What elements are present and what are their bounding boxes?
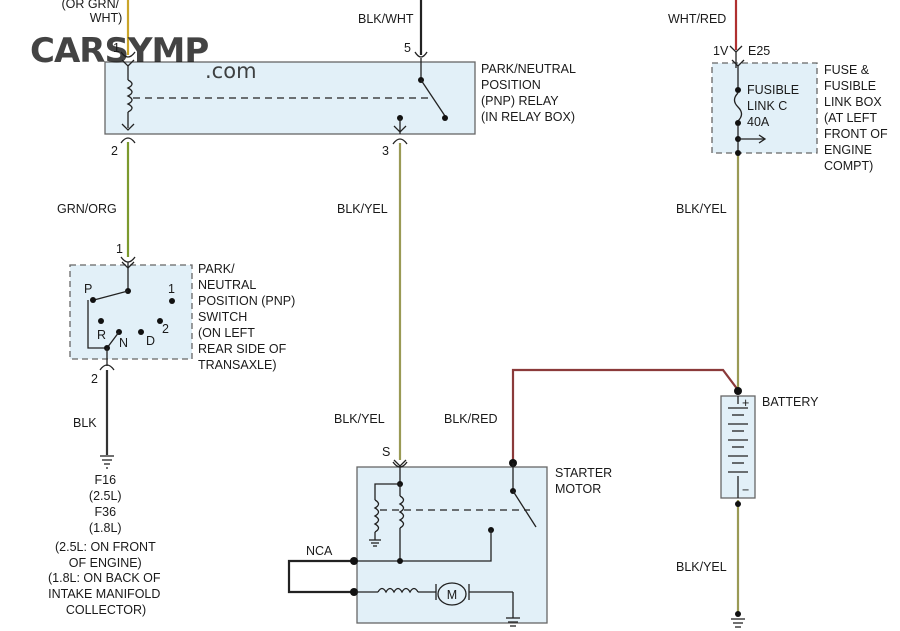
fuse-box-label: FUSE & FUSIBLE LINK BOX (AT LEFT FRONT O…: [824, 63, 891, 173]
battery-plus: +: [742, 396, 749, 410]
wht-red-wire-label: WHT/RED: [668, 12, 726, 26]
starter-terminal-s: S: [382, 445, 390, 459]
blk-wire-label: BLK: [73, 416, 97, 430]
wire-blk-red: [511, 368, 739, 462]
starter-solenoid: [369, 459, 408, 561]
relay-pin-2-label: 2: [111, 144, 118, 158]
relay-pin-2-connector: [120, 137, 136, 144]
fuse-pin-e25-label: E25: [748, 44, 770, 58]
blk-yel-relay-wire-label: BLK/YEL: [337, 202, 388, 216]
pnp-relay-label: PARK/NEUTRAL POSITION (PNP) RELAY (IN RE…: [481, 62, 579, 124]
battery-negative-node: [735, 501, 741, 507]
starter-main-contacts: [350, 459, 537, 565]
relay-top-wire-label: (OR GRN/ WHT): [61, 0, 122, 25]
carsymp-watermark-logo: CARSYMP .com: [30, 31, 257, 83]
grn-org-wire-label: GRN/ORG: [57, 202, 117, 216]
starter-motor-label: STARTER MOTOR: [555, 466, 616, 496]
pnp-position-1: 1: [168, 282, 175, 296]
pnp-switch-label: PARK/ NEUTRAL POSITION (PNP) SWITCH (ON …: [198, 262, 299, 372]
pnp-position-2: 2: [162, 322, 169, 336]
svg-text:CARSYMP: CARSYMP: [30, 31, 208, 71]
pnp-switch-pin-1-label: 1: [116, 242, 123, 256]
nca-wire-label: NCA: [306, 544, 333, 558]
blk-yel-fuse-wire-label: BLK/YEL: [676, 202, 727, 216]
pnp-switch-contacts: [87, 256, 175, 371]
relay-pin-5-label: 5: [404, 41, 411, 55]
pnp-position-n: N: [119, 336, 128, 350]
ground-note: F16 (2.5L) F36 (1.8L) (2.5L: ON FRONT OF…: [48, 473, 164, 617]
starter-motor-symbol: [437, 582, 467, 606]
ground-symbol-f16: [100, 455, 114, 469]
ground-symbol-battery: [731, 611, 745, 628]
blk-yel-battery-wire-label: BLK/YEL: [676, 560, 727, 574]
blk-yel-starter-wire-label: BLK/YEL: [334, 412, 385, 426]
battery-label: BATTERY: [762, 395, 819, 409]
battery-cells: [728, 396, 748, 498]
blk-red-wire-label: BLK/RED: [444, 412, 498, 426]
battery-positive-node: [734, 387, 742, 395]
relay-coil: [121, 66, 135, 131]
relay-switch: [393, 51, 448, 134]
blk-wht-wire-label: BLK/WHT: [358, 12, 414, 26]
pnp-position-d: D: [146, 334, 155, 348]
relay-pin-3-label: 3: [382, 144, 389, 158]
fuse-pin-1v-label: 1V: [713, 44, 729, 58]
pnp-switch-box: [69, 264, 193, 360]
pnp-position-r: R: [97, 328, 106, 342]
starter-motor-letter: M: [447, 588, 457, 602]
starter-motor-circuit: [350, 584, 520, 627]
battery-minus: −: [742, 483, 749, 497]
svg-text:.com: .com: [205, 59, 257, 83]
relay-pin-1-label: 1: [113, 41, 120, 55]
fusible-link-label: FUSIBLE LINK C 40A: [747, 83, 803, 129]
fusible-link: [729, 45, 767, 156]
relay-pin-3-connector: [392, 138, 408, 145]
pnp-position-p: P: [84, 282, 92, 296]
pnp-switch-pin-2-label: 2: [91, 372, 98, 386]
wire-nca-loop: [287, 559, 356, 594]
